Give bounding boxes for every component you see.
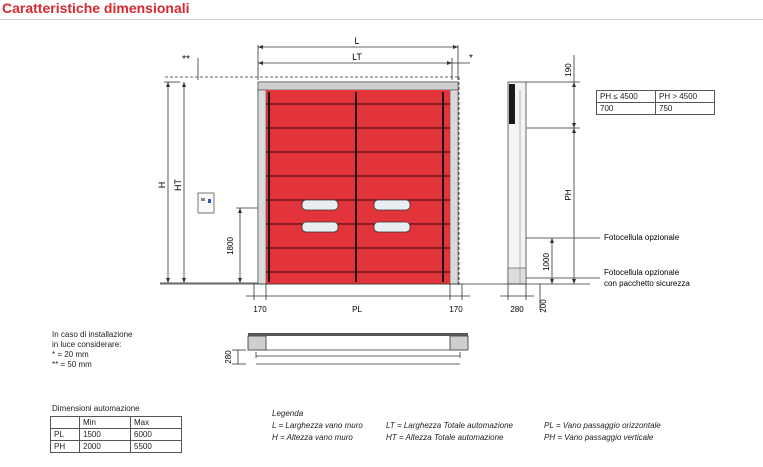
legenda-item: L = Larghezza vano muro [272,421,363,430]
auto-row-min: 1500 [79,428,131,441]
ph-value-1: 700 [596,102,656,115]
auto-header-max: Max [130,416,182,429]
ph-header-2: PH > 4500 [655,90,715,103]
dim-PL-label: PL [352,305,362,314]
install-note-line: ** = 50 mm [52,360,92,369]
legenda-item: HT = Altezza Totale automazione [386,433,504,442]
star-label: * [469,53,473,64]
dim-L-label: L [354,36,359,46]
fotocellula-sic-label-1: Fotocellula opzionale [604,268,680,277]
auto-row-label: PL [50,428,80,441]
dim-PH-label: PH [564,189,573,200]
ph-table: PH ≤ 4500 PH > 4500 700 750 [596,90,715,115]
automation-table: Min Max PL 1500 6000 PH 2000 5500 [50,416,182,453]
install-note-line: * = 20 mm [52,350,89,359]
legenda-item: LT = Larghezza Totale automazione [386,421,513,430]
fotocellula-sic-label-2: con pacchetto sicurezza [604,279,690,288]
dim-LT-label: LT [352,52,362,62]
auto-header-min: Min [79,416,131,429]
dim-190-label: 190 [564,63,573,77]
dim-H-label: H [157,182,167,189]
legenda-item: H = Altezza vano muro [272,433,353,442]
legenda: Legenda L = Larghezza vano muro LT = Larg… [272,408,752,444]
dim-170-left: 170 [253,305,267,314]
auto-header-0 [50,416,80,429]
dim-200-label: 200 [539,299,548,313]
page-title: Caratteristiche dimensionali [2,0,190,16]
legenda-item: PL = Vano passaggio orizzontale [544,421,661,430]
auto-row-label: PH [50,440,80,453]
title-divider [0,19,763,20]
install-note: In caso di installazione in luce conside… [52,330,133,370]
auto-row-max: 6000 [130,428,182,441]
dim-170-right: 170 [449,305,463,314]
install-note-line: in luce considerare: [52,340,122,349]
dim-280-label: 280 [510,305,524,314]
dim-HT-label: HT [173,179,183,191]
double-star-label: ** [182,54,190,65]
door-curtain [266,90,450,284]
fotocellula-label: Fotocellula opzionale [604,233,680,242]
automation-title: Dimensioni automazione [52,404,140,413]
legenda-item: PH = Vano passaggio verticale [544,433,654,442]
ph-header-1: PH ≤ 4500 [596,90,656,103]
legenda-row: H = Altezza vano muro HT = Altezza Totale… [272,432,752,444]
dim-1000-label: 1000 [542,253,551,271]
dim-280-plan-label: 280 [224,350,233,364]
auto-row-max: 5500 [130,440,182,453]
install-note-line: In caso di installazione [52,330,133,339]
auto-row-min: 2000 [79,440,131,453]
legenda-row: L = Larghezza vano muro LT = Larghezza To… [272,420,752,432]
legenda-title: Legenda [272,409,304,418]
dim-1800-label: 1800 [226,237,235,255]
ph-value-2: 750 [655,102,715,115]
